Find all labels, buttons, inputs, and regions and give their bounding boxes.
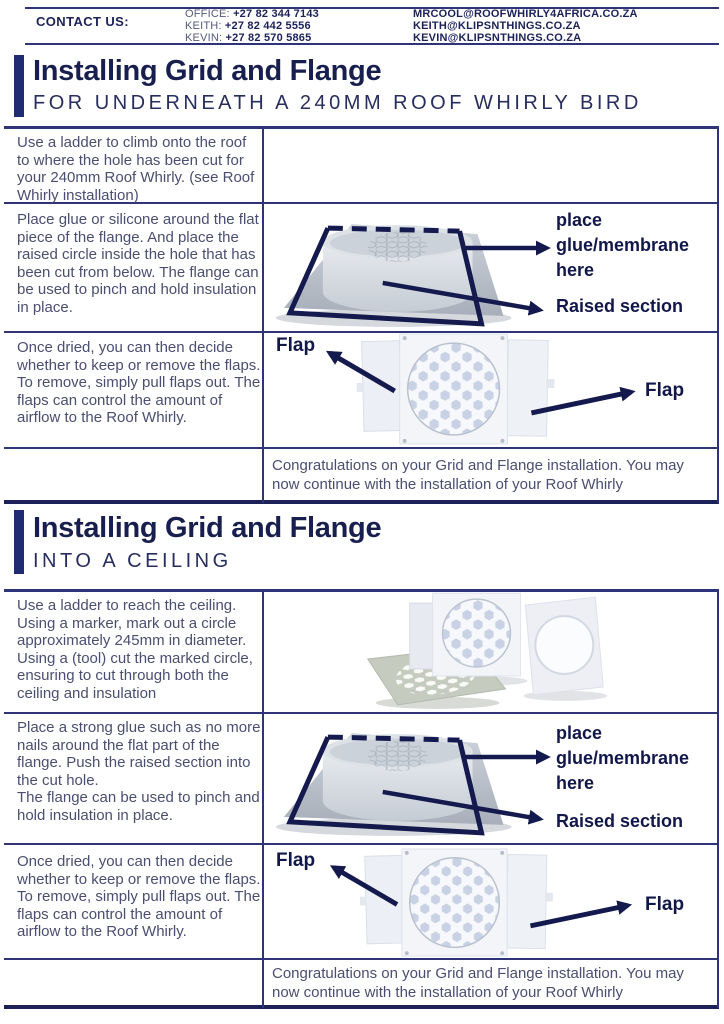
flap-label-left: Flap [276,335,316,356]
phone-kevin-number: +27 82 570 5865 [225,31,312,44]
table2-top-rule [4,589,719,592]
table1-rule-3 [4,447,719,449]
phone-office-number: +27 82 344 7143 [233,8,319,20]
step-text-roof-flaps: Once dried, you can then decide whether … [17,339,261,426]
raised-section-label: Raised section [556,811,684,831]
components-photo [264,591,719,710]
phone-keith-number: +27 82 442 5556 [224,19,311,32]
components-illustration [264,591,719,710]
title-accent-bar [14,510,24,574]
glue-annotation-label: place glue/membrane here [556,210,690,280]
section-ceiling-title: Installing Grid and Flange [33,512,382,544]
grid-flaps-photo: Flap Flap [264,848,719,959]
table1-right-border [717,126,719,503]
step-text-ceiling-flaps: Once dried, you can then decide whether … [17,853,261,940]
grid-flaps-photo: Flap Flap [264,333,719,447]
email-list: MRCOOL@ROOFWHIRLY4AFRICA.CO.ZA KEITH@KLI… [413,8,638,44]
contact-us-label: CONTACT US: [36,14,129,29]
section-roof-subtitle: FOR UNDERNEATH A 240MM ROOF WHIRLY BIRD [33,92,642,114]
raised-section-label: Raised section [556,296,684,316]
table1-rule-2 [4,331,719,333]
phone-kevin-label: KEVIN: [185,31,223,44]
table2-bottom-rule [4,1005,719,1009]
email-mrcool: MRCOOL@ROOFWHIRLY4AFRICA.CO.ZA [413,8,638,20]
phone-keith-label: KEITH: [185,19,222,32]
congrats-text-roof: Congratulations on your Grid and Flange … [272,457,684,493]
flange-photo: place glue/membrane here Raised section [264,204,719,331]
email-kevin: KEVIN@KLIPSNTHINGS.CO.ZA [413,31,582,44]
header-top-rule [25,7,719,9]
step-text-ceiling-ladder: Use a ladder to reach the ceiling. Using… [17,597,253,702]
flap-label-left: Flap [276,850,316,871]
table2-right-border [717,589,719,1008]
table1-top-rule [4,126,719,129]
step-text-roof-glue: Place glue or silicone around the flat p… [17,211,259,316]
table2-column-divider [262,589,264,1008]
step-text-ceiling-glue: Place a strong glue such as no more nail… [17,719,261,824]
table2-rule-1 [4,712,719,714]
phone-office: OFFICE: +27 82 344 7143 [185,8,319,21]
section-ceiling-subtitle: INTO A CEILING [33,550,232,572]
section-roof-title: Installing Grid and Flange [33,55,382,87]
glue-annotation-label: place glue/membrane here [556,723,690,793]
table1-column-divider [262,126,264,503]
phone-list: OFFICE: +27 82 344 7143 KEITH: +27 82 44… [185,8,319,45]
table1-bottom-rule [4,500,719,504]
step-text-roof-ladder: Use a ladder to climb onto the roof to w… [17,134,255,204]
phone-keith: KEITH: +27 82 442 5556 [185,19,319,33]
email-keith: KEITH@KLIPSNTHINGS.CO.ZA [413,19,581,32]
table2-rule-2 [4,843,719,845]
title-accent-bar [14,55,24,117]
phone-office-label: OFFICE: [185,8,230,20]
flap-label-right: Flap [645,894,685,915]
flap-label-right: Flap [645,380,685,401]
table1-rule-1 [4,202,719,204]
flange-photo: place glue/membrane here Raised section [264,713,719,840]
header-bottom-rule [25,43,719,45]
phone-kevin: KEVIN: +27 82 570 5865 [185,31,319,45]
table2-rule-3 [4,958,719,960]
congrats-text-ceiling: Congratulations on your Grid and Flange … [272,965,684,1001]
